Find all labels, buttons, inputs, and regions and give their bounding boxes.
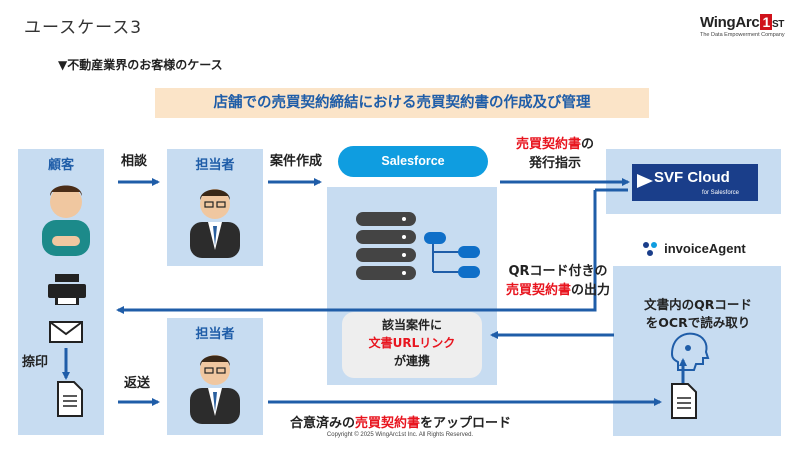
consult-label: 相談 xyxy=(121,154,148,169)
svf-cloud-logo: SVF Cloud for Salesforce xyxy=(632,164,758,201)
salesforce-logo: Salesforce xyxy=(338,146,488,177)
staff-top-label: 担当者 xyxy=(195,158,235,173)
issue-instruction-label: 売買契約書の 発行指示 xyxy=(515,137,595,171)
document-link-box: 該当案件に 文書URLリンク が連携 xyxy=(342,312,482,378)
slide-title: ユースケース3 xyxy=(24,18,143,38)
case-subtitle: ▼不動産業界のお客様のケース xyxy=(58,58,223,72)
customer-label: 顧客 xyxy=(47,158,74,173)
ai-head-icon xyxy=(670,332,710,371)
staff-bottom-person-icon xyxy=(190,355,240,424)
invoice-agent-logo: invoiceAgent xyxy=(641,238,746,257)
database-icon xyxy=(356,212,416,280)
document-icon-customer xyxy=(57,381,83,417)
upload-label: 合意済みの売買契約書をアップロード xyxy=(290,416,512,431)
printer-icon xyxy=(48,274,86,305)
copyright: Copyright © 2025 WingArc1st Inc. All Rig… xyxy=(326,432,474,438)
staff-top-person-icon xyxy=(190,189,240,258)
svf-mark-icon xyxy=(637,174,653,188)
seal-label: 捺印 xyxy=(22,355,49,370)
mail-icon xyxy=(49,321,83,343)
staff-bottom-label: 担当者 xyxy=(195,327,235,342)
document-icon-upload xyxy=(671,383,697,419)
use-case-banner: 店舗での売買契約締結における売買契約書の作成及び管理 xyxy=(155,88,649,118)
data-tree-icon xyxy=(424,232,480,278)
qr-output-label: QRコード付きの 売買契約書の出力 xyxy=(505,264,611,298)
invoice-agent-mark-icon xyxy=(643,241,657,256)
return-label: 返送 xyxy=(124,376,151,391)
create-case-label: 案件作成 xyxy=(270,154,323,169)
ocr-label: 文書内のQRコード をOCRで読み取り xyxy=(644,297,752,330)
customer-person-icon xyxy=(42,185,90,256)
